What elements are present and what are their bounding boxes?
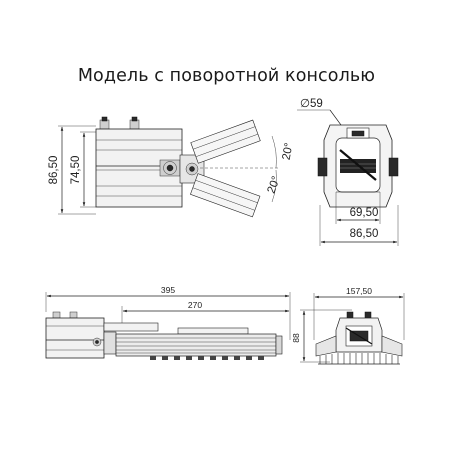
dim-inner-height: 74,50 xyxy=(70,156,82,185)
dim-width: 157,50 xyxy=(346,286,372,296)
bottom-fins xyxy=(150,356,264,360)
dim-height: 88 xyxy=(291,333,301,343)
bottom-housing xyxy=(45,317,105,359)
dim-outer-height: 86,50 xyxy=(48,156,60,185)
dim-outer-width: 86,50 xyxy=(350,228,379,240)
console-tube-down xyxy=(190,173,261,218)
angle-top: 20° xyxy=(281,142,296,161)
dim-total-length: 395 xyxy=(161,285,175,295)
bottom-view: 395 270 xyxy=(45,285,291,360)
end-fins xyxy=(319,353,399,364)
radiator-body xyxy=(115,333,277,357)
dim-radiator-length: 270 xyxy=(188,300,202,310)
side-view: ∅59 69,50 86,50 xyxy=(297,98,399,246)
end-view: 157,50 88 xyxy=(291,286,405,365)
angle-bottom: 20° xyxy=(266,175,283,195)
top-bolts xyxy=(99,116,140,130)
console-tube-up xyxy=(190,119,261,164)
front-view: 86,50 74,50 xyxy=(48,116,296,218)
diameter-label: ∅59 xyxy=(300,98,323,110)
page-title: Модель с поворотной консолью xyxy=(77,66,376,86)
dim-inner-width: 69,50 xyxy=(350,207,379,219)
